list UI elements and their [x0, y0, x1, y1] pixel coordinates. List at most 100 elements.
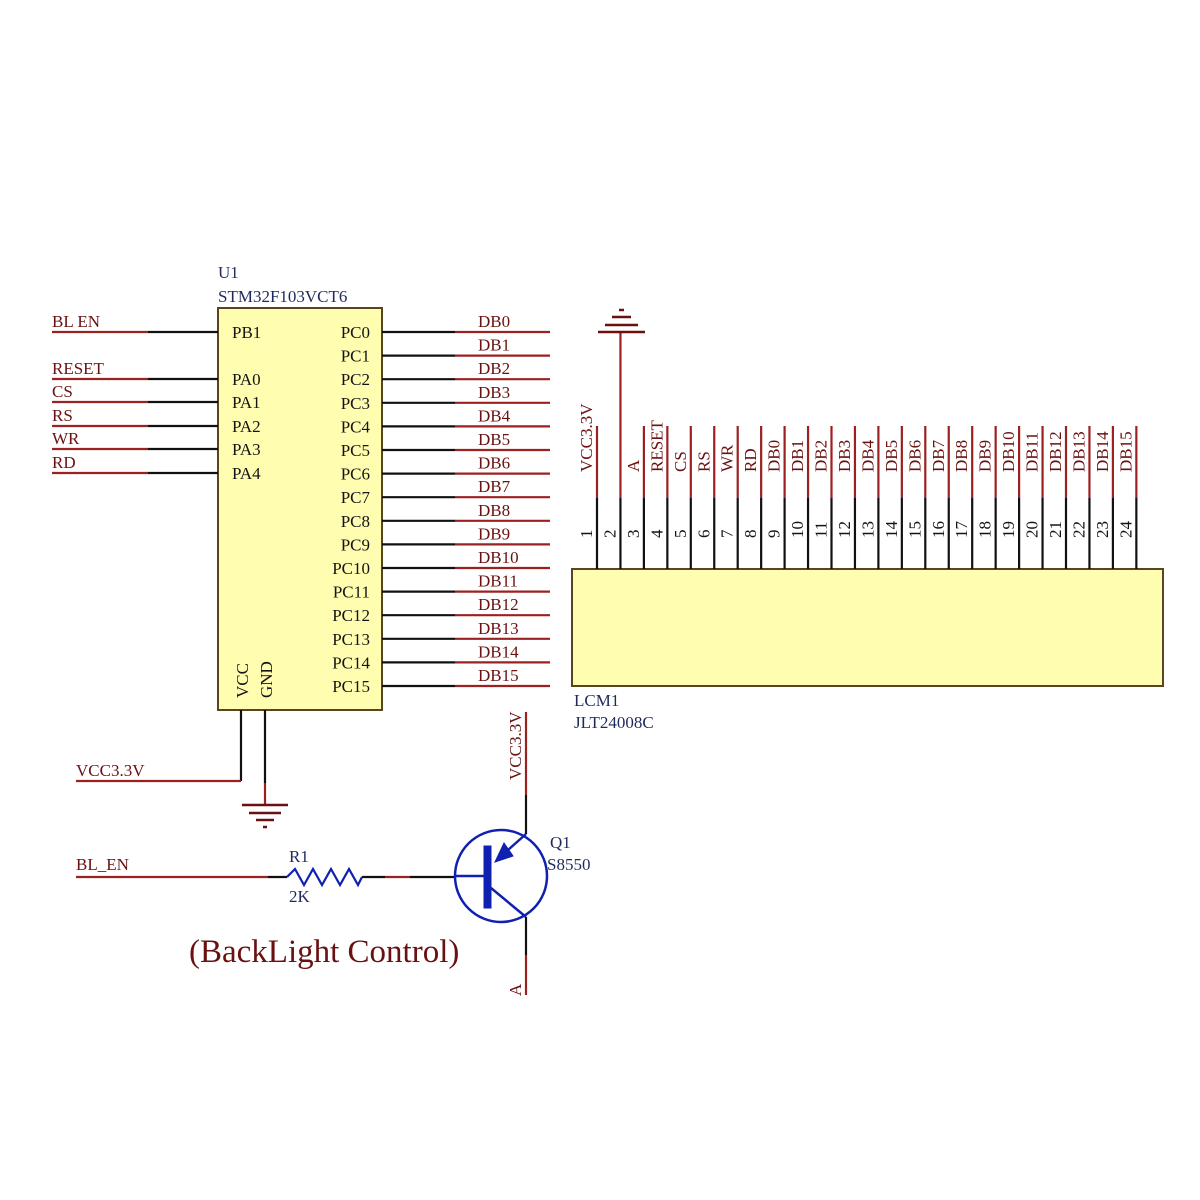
net-label: A: [624, 459, 643, 472]
mcu-right-pins: PC0DB0PC1DB1PC2DB2PC3DB3PC4DB4PC5DB5PC6D…: [332, 312, 550, 696]
mcu-vcc-net-label: VCC3.3V: [76, 761, 145, 780]
pin-number: 20: [1023, 521, 1042, 538]
r1-designator: R1: [289, 847, 309, 866]
net-label: DB1: [788, 440, 807, 472]
pin-number: 17: [952, 521, 971, 539]
net-label: DB6: [478, 454, 510, 473]
pin-number: 12: [835, 521, 854, 538]
pin-label: PC14: [332, 653, 370, 672]
net-label: RD: [741, 448, 760, 472]
pin-number: 13: [858, 521, 877, 538]
net-label: VCC3.3V: [577, 403, 596, 472]
net-label: DB8: [952, 440, 971, 472]
net-label: DB8: [478, 501, 510, 520]
mcu-body: [217, 307, 383, 711]
lcm-pin-3: 3A: [624, 426, 646, 569]
pin-label: PC8: [341, 512, 370, 531]
net-label: DB1: [478, 336, 510, 355]
mcu-left-pin-pa4: RD PA4: [52, 453, 261, 483]
net-label: DB6: [905, 440, 924, 472]
net-label: DB15: [1116, 431, 1135, 472]
lcm-pin-11: 11 DB2: [812, 426, 833, 569]
net-label: DB5: [478, 430, 510, 449]
lcm-designator: LCM1: [574, 691, 619, 710]
mcu-right-pin-pc8: PC8 DB8: [341, 501, 550, 531]
net-label: DB3: [478, 383, 510, 402]
pin-label: PC13: [332, 630, 370, 649]
net-label: WR: [718, 444, 737, 472]
pin-label: PC11: [333, 583, 370, 602]
net-label: DB0: [765, 440, 784, 472]
q1-vcc-net-label: VCC3.3V: [506, 711, 525, 780]
net-label: DB2: [812, 440, 831, 472]
pin-number: 14: [882, 521, 901, 539]
lcm-pin-2: 2: [600, 332, 622, 569]
q1-output-net-label: A: [506, 983, 525, 996]
pin-number: 24: [1116, 521, 1135, 539]
net-label: DB10: [478, 548, 519, 567]
pnp-transistor-icon: [453, 828, 549, 924]
net-label: WR: [52, 429, 80, 448]
net-label: CS: [52, 382, 73, 401]
pin-number: 7: [718, 529, 737, 538]
pin-number: 10: [788, 521, 807, 538]
mcu-u1: U1 STM32F103VCT6 BL ENPB1RESETPA0CSPA1RS…: [52, 263, 550, 829]
pin-label: PC2: [341, 370, 370, 389]
pin-number: 21: [1046, 521, 1065, 538]
mcu-pin-gnd-label: GND: [257, 661, 276, 698]
net-label: DB12: [478, 595, 519, 614]
pin-number: 11: [812, 522, 831, 538]
net-label: RD: [52, 453, 76, 472]
net-label: DB15: [478, 666, 519, 685]
pin-label: PC6: [341, 465, 370, 484]
pin-number: 4: [647, 529, 666, 538]
lcm-pin-5: 5CS: [671, 426, 692, 569]
lcm-pin-24: 24 DB15: [1116, 426, 1138, 569]
pin-number: 8: [741, 530, 760, 539]
resistor-icon: [286, 866, 363, 888]
pin-number: 16: [929, 521, 948, 538]
net-label: DB5: [882, 440, 901, 472]
lcm-pin-15: 15 DB6: [905, 426, 927, 569]
pin-label: PC15: [332, 677, 370, 696]
pin-number: 15: [905, 521, 924, 538]
pin-number: 1: [577, 530, 596, 539]
pin-label: PA4: [232, 464, 261, 483]
backlight-circuit: BL_EN R1 2K Q1 S8550 VCC3.3V A (BackLigh…: [76, 711, 590, 996]
lcm-body: [571, 568, 1164, 687]
net-label: DB13: [478, 619, 519, 638]
lcm-part-number: JLT24008C: [574, 713, 654, 732]
net-label: DB4: [478, 406, 511, 425]
pin-number: 2: [600, 530, 619, 539]
lcm-pin-17: 17 DB8: [952, 426, 974, 569]
lcm-pin-7: 7 WR: [718, 426, 739, 569]
ground-icon: [598, 308, 645, 334]
net-label: DB3: [835, 440, 854, 472]
